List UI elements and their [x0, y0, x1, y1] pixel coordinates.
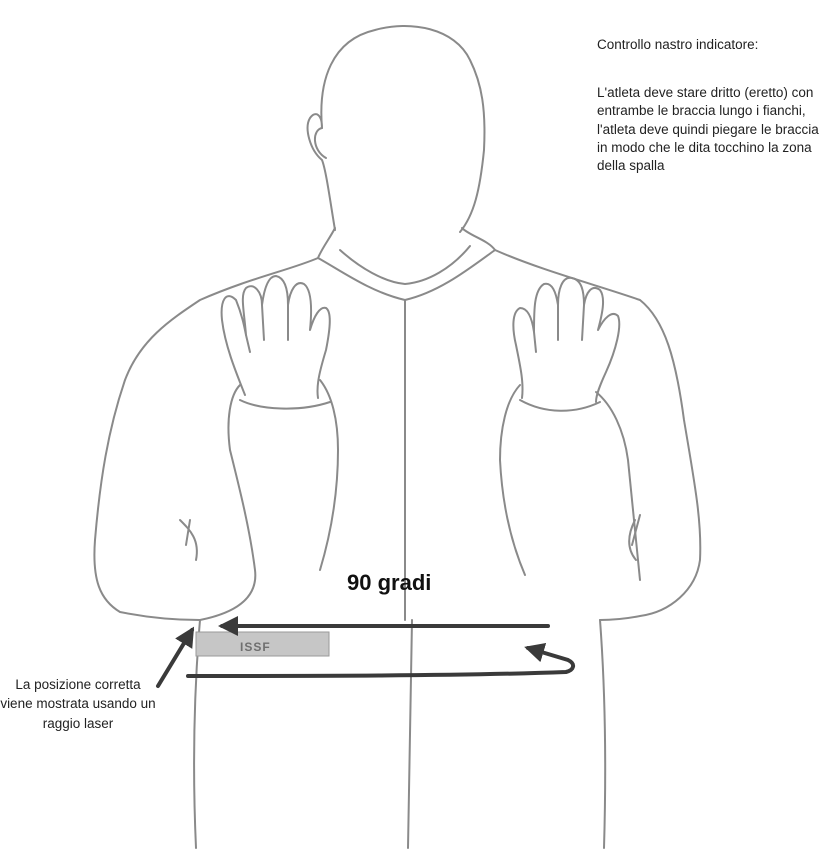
instruction-title: Controllo nastro indicatore:: [597, 36, 827, 54]
angle-label: 90 gradi: [347, 570, 431, 596]
right-torso-outline: [495, 250, 700, 620]
laser-caption: La posizione corretta viene mostrata usa…: [0, 675, 156, 733]
collar-outline: [318, 228, 495, 300]
right-hand-outline: [513, 278, 619, 402]
left-hand-outline: [222, 276, 330, 398]
left-torso-outline: [94, 258, 318, 620]
head-outline: [308, 26, 485, 232]
instruction-body: L'atleta deve stare dritto (eretto) con …: [597, 84, 819, 175]
issf-band-label: ISSF: [240, 640, 271, 654]
left-forearm-outline: [200, 385, 255, 620]
right-forearm-outline: [500, 385, 525, 575]
